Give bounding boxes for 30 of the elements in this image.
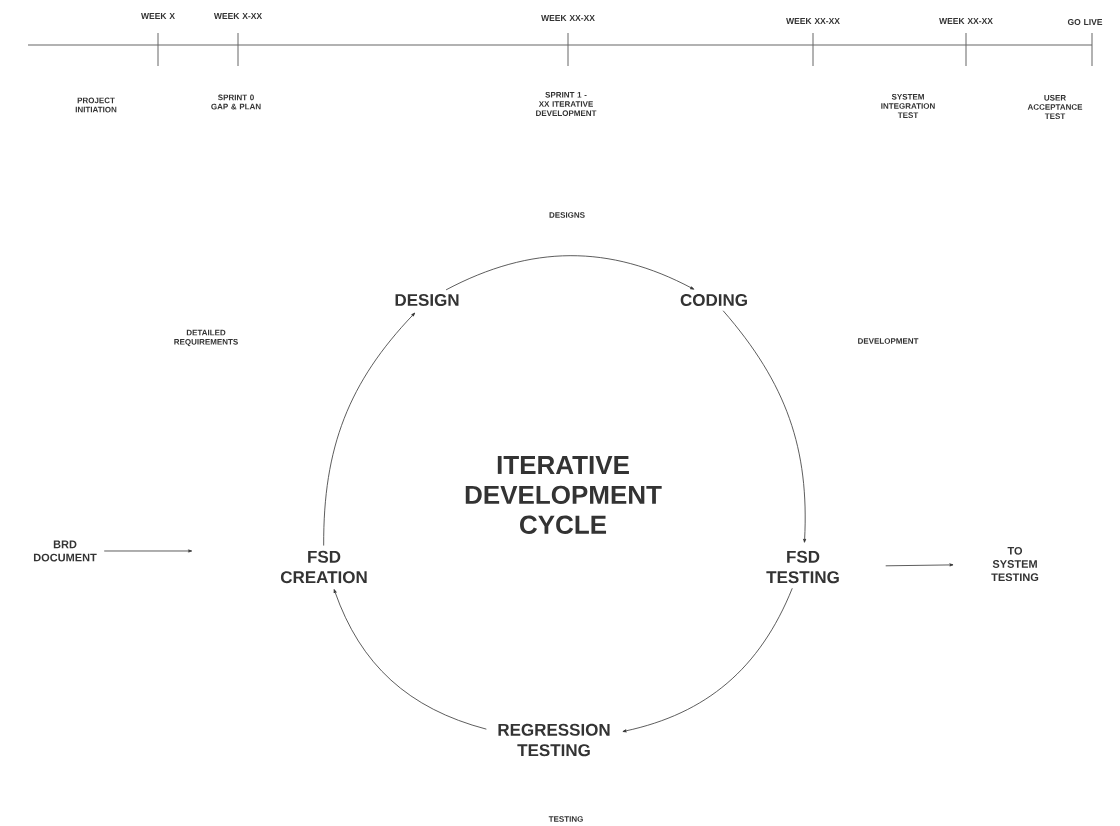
stage-text: FSD TESTING: [766, 550, 839, 584]
phase-label: SPRINT 0 GAP & PLAN: [211, 94, 261, 110]
arrow: [103, 549, 193, 553]
arrow: [445, 255, 695, 291]
stage-text: FSD CREATION: [280, 550, 367, 584]
stage-label: TESTING: [548, 816, 583, 822]
arrow: [885, 563, 954, 567]
arrow: [333, 589, 487, 730]
stage-text: TO SYSTEM TESTING: [991, 546, 1039, 582]
milestone-label: GO LIVE: [1067, 19, 1103, 25]
stage-text: REGRESSION TESTING: [498, 723, 610, 757]
week-label: WEEK XX-XX: [939, 18, 993, 24]
arrow: [722, 310, 807, 543]
stage-text: BRD DOCUMENT: [33, 540, 97, 562]
phase-label: PROJECT INITIATION: [75, 97, 117, 113]
week-label: WEEK X: [141, 13, 175, 19]
arrow: [323, 312, 416, 546]
stage-text: DESIGN: [395, 294, 459, 306]
arrow: [622, 587, 793, 733]
stage-label: DETAILED REQUIREMENTS: [174, 329, 238, 347]
cycle-title: ITERATIVE DEVELOPMENT CYCLE: [465, 456, 662, 534]
phase-label: USER ACCEPTANCE TEST: [1027, 94, 1083, 120]
phase-label: SPRINT 1 - XX ITERATIVE DEVELOPMENT: [536, 91, 597, 117]
stage-label: DEVELOPMENT: [858, 338, 919, 344]
week-label: WEEK X-XX: [213, 13, 262, 19]
stage-label: DESIGNS: [549, 212, 585, 218]
week-label: WEEK XX-XX: [786, 18, 840, 24]
phase-label: SYSTEM INTEGRATION TEST: [881, 93, 935, 119]
stage-text: CODING: [680, 294, 747, 306]
week-label: WEEK XX-XX: [541, 15, 595, 21]
